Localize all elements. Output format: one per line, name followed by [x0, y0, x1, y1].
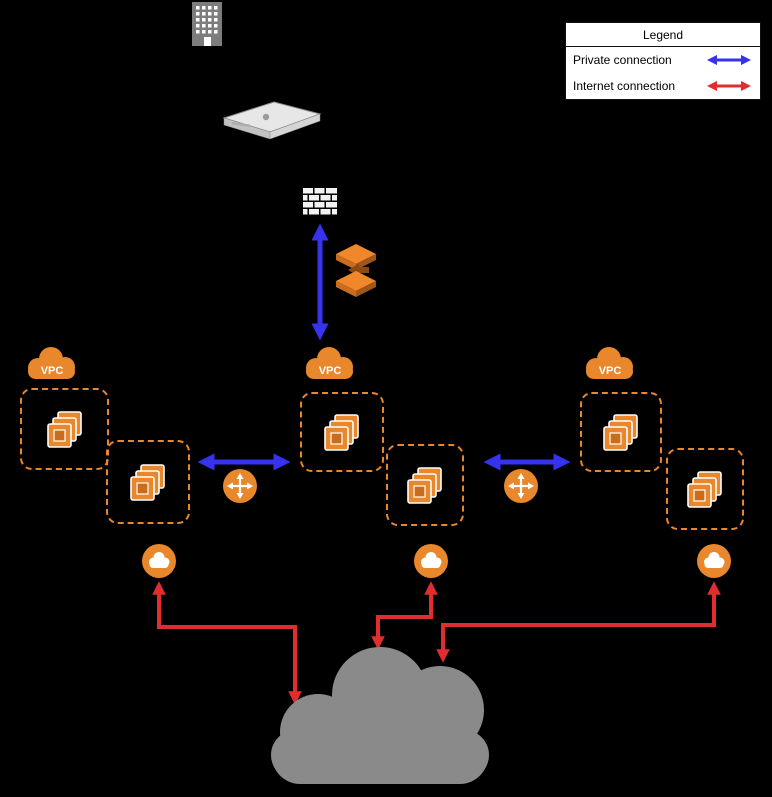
ec2-instances-stack-icon — [46, 411, 82, 448]
legend-item-label: Internet connection — [573, 79, 676, 93]
internet-cloud-icon — [270, 640, 490, 795]
legend-item: Private connection — [566, 47, 760, 73]
subnet-box — [666, 448, 744, 530]
subnet-box — [580, 392, 662, 472]
legend-title: Legend — [566, 23, 760, 47]
vpc-label: VPC — [41, 365, 64, 377]
internet-gateway-icon — [141, 543, 177, 584]
router-device-icon — [222, 98, 322, 145]
internet-gateway-icon — [413, 543, 449, 584]
subnet-box — [300, 392, 384, 472]
ec2-instances-stack-icon — [687, 471, 722, 508]
legend-item: Internet connection — [566, 73, 760, 99]
vpc-cloud-icon: VPC — [302, 344, 358, 387]
subnet-box — [106, 440, 190, 524]
legend: Legend Private connection Internet conne… — [565, 22, 761, 100]
private-connection-arrow-icon — [706, 54, 752, 66]
internet-connection-arrow-icon — [706, 80, 752, 92]
ec2-instances-stack-icon — [324, 414, 359, 451]
vpc-peering-icon — [222, 468, 258, 509]
internet-gateway-icon — [696, 543, 732, 584]
ec2-instances-stack-icon — [603, 414, 638, 451]
firewall-brick-icon — [303, 188, 337, 220]
vpc-label: VPC — [599, 365, 622, 377]
internet-connection-igw2-to-internet — [371, 581, 438, 650]
subnet-box — [386, 444, 464, 526]
ec2-instances-stack-icon — [407, 467, 442, 504]
vpc-label: VPC — [319, 365, 342, 377]
vpc-cloud-icon: VPC — [582, 344, 638, 387]
ec2-instances-stack-icon — [130, 464, 165, 501]
aws-direct-connect-icon — [333, 241, 379, 302]
subnet-box — [20, 388, 109, 470]
vpc-cloud-icon: VPC — [24, 344, 80, 387]
vpc-peering-icon — [503, 468, 539, 509]
legend-item-label: Private connection — [573, 53, 672, 67]
office-building-icon — [192, 2, 222, 51]
